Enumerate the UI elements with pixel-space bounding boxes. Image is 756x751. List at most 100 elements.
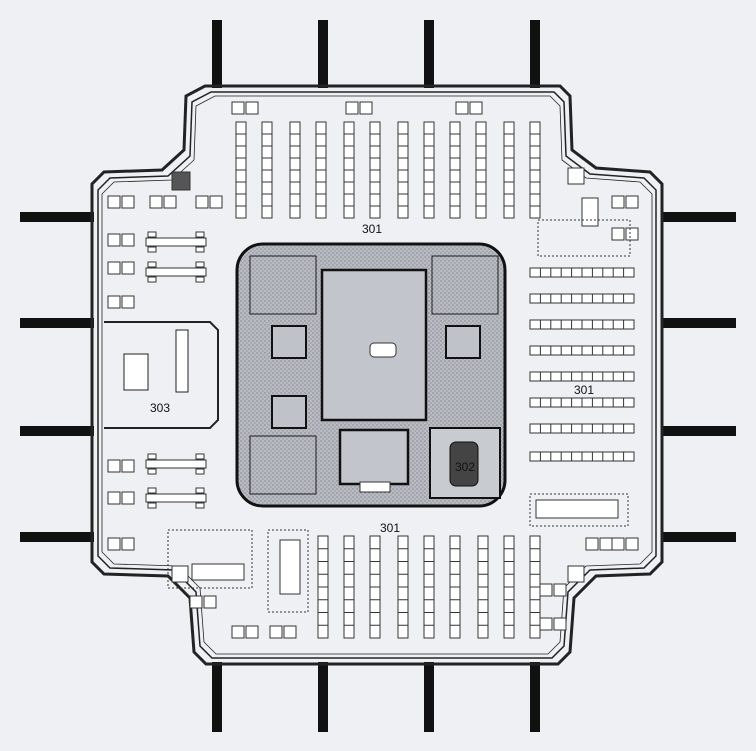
lounge-chair bbox=[209, 195, 223, 209]
lounge-chair bbox=[195, 195, 209, 209]
lounge-chair bbox=[121, 233, 135, 247]
stack-shelf bbox=[529, 121, 541, 219]
reading-table bbox=[145, 487, 207, 509]
stack-shelf bbox=[369, 121, 381, 219]
chair bbox=[147, 468, 157, 475]
stack-shelf bbox=[529, 293, 635, 304]
chair bbox=[147, 453, 157, 460]
lounge-chair bbox=[553, 583, 567, 597]
room-302-vehicle bbox=[449, 441, 479, 487]
lounge-chair bbox=[539, 583, 553, 597]
stack-shelf bbox=[423, 121, 435, 219]
pier-south bbox=[212, 662, 222, 732]
chair bbox=[195, 246, 205, 253]
lounge-chairs bbox=[269, 625, 297, 639]
pier-south bbox=[424, 662, 434, 732]
lounge-chair bbox=[469, 101, 483, 115]
lounge-chairs bbox=[107, 261, 135, 275]
lounge-chairs bbox=[107, 459, 135, 473]
stack-shelf bbox=[449, 535, 461, 639]
lounge-chair bbox=[539, 617, 553, 631]
service-core bbox=[235, 242, 507, 508]
pier-north bbox=[530, 20, 540, 88]
lounge-chair bbox=[599, 537, 613, 551]
lounge-chairs bbox=[611, 227, 639, 241]
stack-shelf bbox=[315, 121, 327, 219]
pier-south bbox=[530, 662, 540, 732]
lounge-chair bbox=[121, 537, 135, 551]
lounge-chair bbox=[121, 491, 135, 505]
pier-west bbox=[20, 318, 94, 328]
lounge-chair bbox=[625, 537, 639, 551]
stack-shelf bbox=[529, 345, 635, 356]
book-stacks bbox=[235, 121, 635, 639]
lounge-chair bbox=[149, 195, 163, 209]
chair bbox=[195, 502, 205, 509]
stack-shelf bbox=[529, 397, 635, 408]
table-top bbox=[145, 237, 207, 247]
lounge-chair bbox=[245, 101, 259, 115]
lounge-chair bbox=[625, 195, 639, 209]
lounge-chairs bbox=[585, 537, 613, 551]
display-case bbox=[535, 499, 619, 519]
lounge-chairs bbox=[455, 101, 483, 115]
stack-shelf bbox=[503, 121, 515, 219]
label-room-302: 302 bbox=[455, 460, 475, 474]
table-top bbox=[145, 493, 207, 503]
low-table bbox=[191, 563, 245, 581]
lounge-chairs bbox=[195, 195, 223, 209]
label-room-303: 303 bbox=[150, 401, 170, 415]
pier-east bbox=[662, 426, 736, 436]
chair bbox=[147, 502, 157, 509]
lounge-chair bbox=[245, 625, 259, 639]
pier-north bbox=[318, 20, 328, 88]
lounge-chair bbox=[283, 625, 297, 639]
lounge-chair bbox=[611, 227, 625, 241]
stack-shelf bbox=[503, 535, 515, 639]
stack-shelf bbox=[449, 121, 461, 219]
chair bbox=[147, 231, 157, 238]
table-top bbox=[145, 459, 207, 469]
pier-south bbox=[318, 662, 328, 732]
lounge-chair bbox=[121, 459, 135, 473]
lounge-chair bbox=[107, 261, 121, 275]
stack-shelf bbox=[529, 535, 541, 639]
lounge-chairs bbox=[189, 595, 217, 609]
lounge-chair bbox=[107, 233, 121, 247]
elevator-1 bbox=[271, 325, 307, 359]
stack-shelf bbox=[529, 267, 635, 278]
stack-shelf bbox=[423, 535, 435, 639]
stack-shelf bbox=[317, 535, 329, 639]
lounge-chair bbox=[455, 101, 469, 115]
lounge-chairs bbox=[231, 101, 259, 115]
elevator-3 bbox=[445, 325, 481, 359]
stack-shelf bbox=[343, 121, 355, 219]
stack-shelf bbox=[397, 121, 409, 219]
lounge-chair bbox=[269, 625, 283, 639]
lounge-chairs bbox=[231, 625, 259, 639]
chair bbox=[147, 487, 157, 494]
lounge-chair bbox=[203, 595, 217, 609]
lounge-chairs bbox=[345, 101, 373, 115]
stack-shelf bbox=[369, 535, 381, 639]
lounge-chairs bbox=[107, 537, 135, 551]
chair bbox=[147, 261, 157, 268]
label-north-stacks: 301 bbox=[362, 222, 382, 236]
lounge-chair bbox=[107, 295, 121, 309]
pier-east bbox=[662, 532, 736, 542]
lounge-chair bbox=[585, 537, 599, 551]
pier-west bbox=[20, 212, 94, 222]
stack-shelf bbox=[477, 535, 489, 639]
lounge-chair bbox=[163, 195, 177, 209]
pier-west bbox=[20, 532, 94, 542]
lounge-chair bbox=[121, 195, 135, 209]
lounge-chair bbox=[231, 625, 245, 639]
stack-shelf bbox=[289, 121, 301, 219]
pier-west bbox=[20, 426, 94, 436]
stack-shelf bbox=[397, 535, 409, 639]
reading-table bbox=[145, 231, 207, 253]
lounge-chairs bbox=[149, 195, 177, 209]
building-outline bbox=[90, 84, 664, 666]
lounge-chairs bbox=[539, 583, 567, 597]
core-table bbox=[369, 342, 397, 358]
